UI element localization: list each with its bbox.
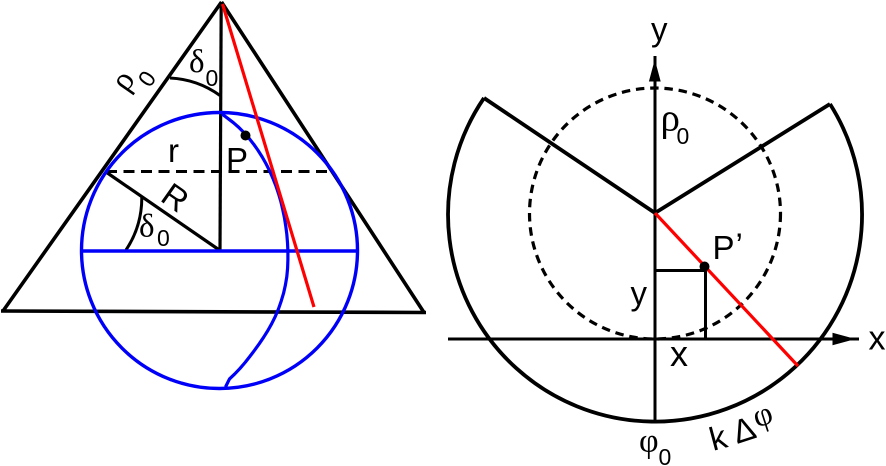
svg-text:0: 0 bbox=[157, 225, 170, 251]
svg-text:P: P bbox=[226, 141, 248, 178]
svg-text:ρ: ρ bbox=[661, 97, 680, 140]
svg-text:δ: δ bbox=[139, 209, 155, 245]
svg-text:0: 0 bbox=[677, 123, 690, 149]
svg-text:0: 0 bbox=[206, 65, 219, 91]
svg-text:φ: φ bbox=[639, 423, 659, 460]
svg-text:0: 0 bbox=[659, 444, 672, 466]
svg-text:δ: δ bbox=[189, 44, 205, 80]
svg-text:x: x bbox=[670, 333, 688, 374]
svg-text:’: ’ bbox=[736, 227, 743, 264]
svg-text:r: r bbox=[168, 132, 179, 169]
svg-text:x: x bbox=[869, 320, 886, 358]
svg-text:y: y bbox=[651, 11, 668, 48]
svg-text:P: P bbox=[713, 229, 735, 266]
svg-text:y: y bbox=[631, 275, 648, 312]
